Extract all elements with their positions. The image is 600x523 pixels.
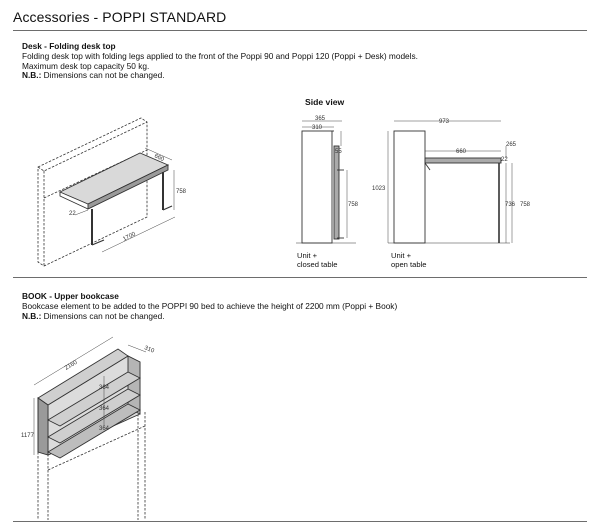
dim-closed-758: 758 [348, 202, 359, 208]
book-section-text: BOOK - Upper bookcase Bookcase element t… [22, 291, 398, 321]
book-description: Bookcase element to be added to the POPP… [22, 300, 398, 311]
dim-book-364c: 364 [99, 426, 110, 432]
dim-book-364a: 364 [99, 385, 110, 391]
desk-heading: Desk - Folding desk top [22, 41, 116, 51]
desk-note: N.B.: Dimensions can not be changed. [22, 70, 165, 81]
dim-open-758: 758 [520, 202, 531, 208]
dim-open-265: 265 [506, 142, 517, 148]
bookcase-isometric-drawing [37, 348, 146, 520]
desk-isometric-drawing [37, 117, 173, 267]
dim-open-660: 660 [456, 149, 467, 155]
dim-open-973: 973 [439, 119, 450, 125]
dim-open-736: 736 [505, 202, 516, 208]
dim-desk-22: 22 [69, 211, 76, 217]
desk-isometric-dims [74, 147, 176, 253]
side-view-open-dims [387, 120, 513, 243]
dim-closed-55: 55 [335, 149, 342, 155]
dim-book-310: 310 [143, 345, 155, 355]
dim-desk-660: 660 [153, 153, 165, 163]
caption-open-table: Unit + open table [391, 251, 427, 269]
bottom-divider [13, 521, 587, 522]
side-view-open-drawing [388, 130, 510, 244]
dim-desk-758: 758 [176, 189, 187, 195]
book-note: N.B.: Dimensions can not be changed. [22, 310, 165, 321]
desk-section-text: Desk - Folding desk top Folding desk top… [22, 41, 418, 81]
dim-open-1023: 1023 [372, 186, 386, 192]
title-divider [13, 30, 587, 31]
dim-closed-365: 365 [315, 116, 326, 122]
dim-closed-310: 310 [312, 125, 323, 131]
dim-book-1177: 1177 [21, 433, 35, 439]
side-view-closed-drawing [296, 130, 356, 244]
section-divider [13, 277, 587, 278]
dim-open-22: 22 [501, 157, 508, 163]
book-heading: BOOK - Upper bookcase [22, 291, 119, 301]
dim-book-2160: 2160 [64, 359, 79, 371]
side-view-label: Side view [305, 97, 345, 107]
bookcase-dims [33, 336, 147, 455]
page-title: Accessories - POPPI STANDARD [13, 9, 227, 25]
side-view-closed-dims [302, 120, 348, 238]
dim-desk-1700: 1700 [122, 231, 137, 243]
dim-book-364b: 364 [99, 406, 110, 412]
desk-capacity: Maximum desk top capacity 50 kg. [22, 60, 150, 71]
desk-description: Folding desk top with folding legs appli… [22, 50, 418, 61]
caption-closed-table: Unit + closed table [297, 251, 338, 269]
